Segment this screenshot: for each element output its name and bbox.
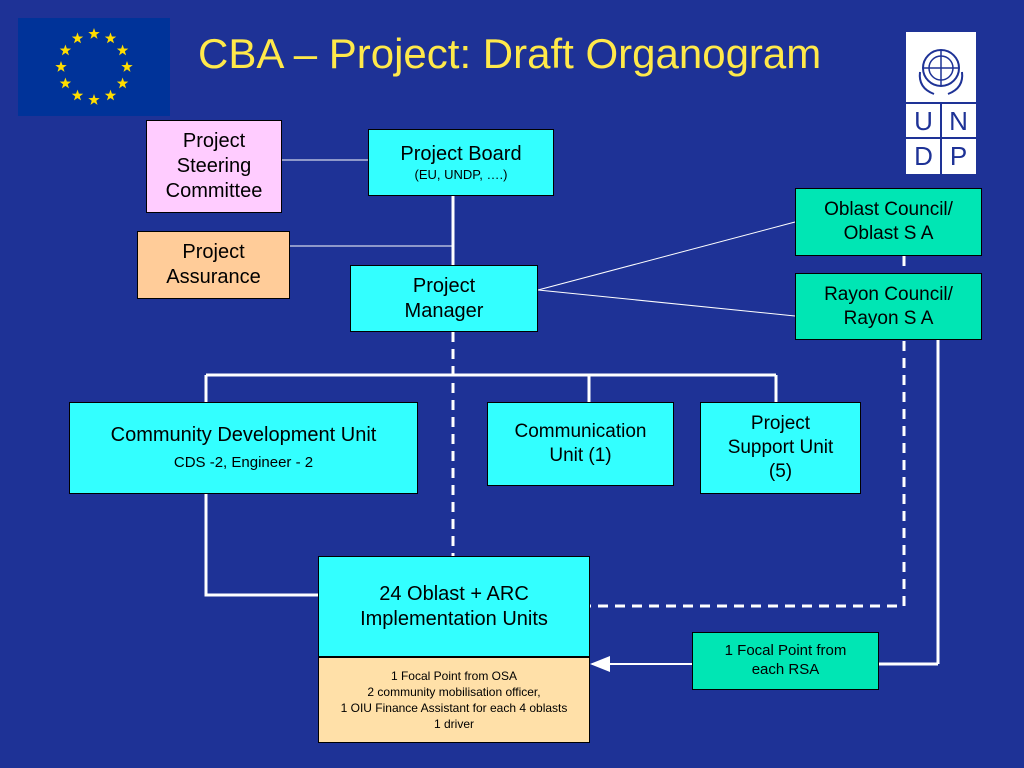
eu-star-icon <box>59 77 72 89</box>
communication-unit: Communication Unit (1) <box>487 402 674 486</box>
steering-line-2: Steering <box>176 155 252 177</box>
eu-stars-icon <box>55 28 133 105</box>
focal-line-2: each RSA <box>751 661 820 678</box>
implementation-units: 24 Oblast + ARC Implementation Units <box>318 556 590 657</box>
manager-line-2: Manager <box>404 299 484 322</box>
undp-letter-n: N <box>949 106 968 136</box>
steering-line-3: Committee <box>165 180 263 202</box>
eu-star-icon <box>71 32 84 44</box>
manager-oblast-link <box>537 221 796 291</box>
rayon-line-2: Rayon S A <box>843 307 934 329</box>
rayon-council: Rayon Council/ Rayon S A <box>795 273 982 340</box>
focal-point-rsa: 1 Focal Point from each RSA <box>692 632 879 690</box>
cdu-implementation-link <box>204 494 318 597</box>
eu-star-icon <box>88 28 100 39</box>
comm-line-2: Unit (1) <box>549 445 612 466</box>
manager-rayon-link <box>537 289 796 317</box>
eu-star-icon <box>71 89 84 101</box>
support-line-2: Support Unit <box>727 437 834 459</box>
manager-line-1: Project <box>412 274 476 297</box>
eu-star-icon <box>116 77 129 89</box>
implementation-line-1: 24 Oblast + ARC <box>379 582 529 605</box>
eu-star-icon <box>55 61 67 72</box>
undp-letter-u: U <box>914 106 933 136</box>
support-line-1: Project <box>750 413 811 435</box>
oblast-implementation-dashed <box>590 256 906 608</box>
un-emblem-icon <box>918 49 964 95</box>
focal-line-1: 1 Focal Point from <box>724 642 847 660</box>
eu-flag-icon <box>18 18 170 116</box>
cdu-title: Community Development Unit <box>110 424 377 447</box>
project-steering-committee: Project Steering Committee <box>146 120 282 213</box>
oblast-line-1: Oblast Council/ <box>824 199 953 221</box>
comm-line-1: Communication <box>514 421 647 443</box>
eu-star-icon <box>59 44 72 56</box>
staff-line-4: 1 driver <box>433 717 474 732</box>
staff-line-1: 1 Focal Point from OSA <box>390 668 518 683</box>
eu-star-icon <box>104 32 117 44</box>
project-manager: Project Manager <box>350 265 538 332</box>
oblast-line-2: Oblast S A <box>843 223 934 244</box>
board-subtitle: (EU, UNDP, ….) <box>414 166 508 182</box>
oblast-council: Oblast Council/ Oblast S A <box>795 188 982 256</box>
assurance-line-1: Project <box>182 241 245 263</box>
eu-star-icon <box>88 94 100 105</box>
implementation-line-2: Implementation Units <box>360 607 548 630</box>
cdu-subtitle: CDS -2, Engineer - 2 <box>173 454 314 472</box>
project-assurance: Project Assurance <box>137 231 290 299</box>
project-board: Project Board (EU, UNDP, ….) <box>368 129 554 196</box>
undp-letter-d: D <box>914 141 933 171</box>
support-line-3: (5) <box>768 460 793 482</box>
page-title: CBA – Project: Draft Organogram <box>198 30 822 77</box>
assurance-line-2: Assurance <box>166 266 261 288</box>
rayon-line-1: Rayon Council/ <box>824 283 953 305</box>
staff-line-2: 2 community mobilisation officer, <box>367 684 541 699</box>
eu-star-icon <box>121 61 133 72</box>
undp-letter-p: P <box>950 141 967 171</box>
steering-line-1: Project <box>182 130 246 152</box>
project-support-unit: Project Support Unit (5) <box>700 402 861 494</box>
implementation-staff: 1 Focal Point from OSA 2 community mobil… <box>318 657 590 743</box>
staff-line-3: 1 OIU Finance Assistant for each 4 oblas… <box>340 701 568 715</box>
undp-logo: U N D P <box>904 30 978 176</box>
eu-star-icon <box>104 89 117 101</box>
community-development-unit: Community Development Unit CDS -2, Engin… <box>69 402 418 494</box>
eu-star-icon <box>116 44 129 56</box>
board-title: Project Board <box>400 142 522 165</box>
